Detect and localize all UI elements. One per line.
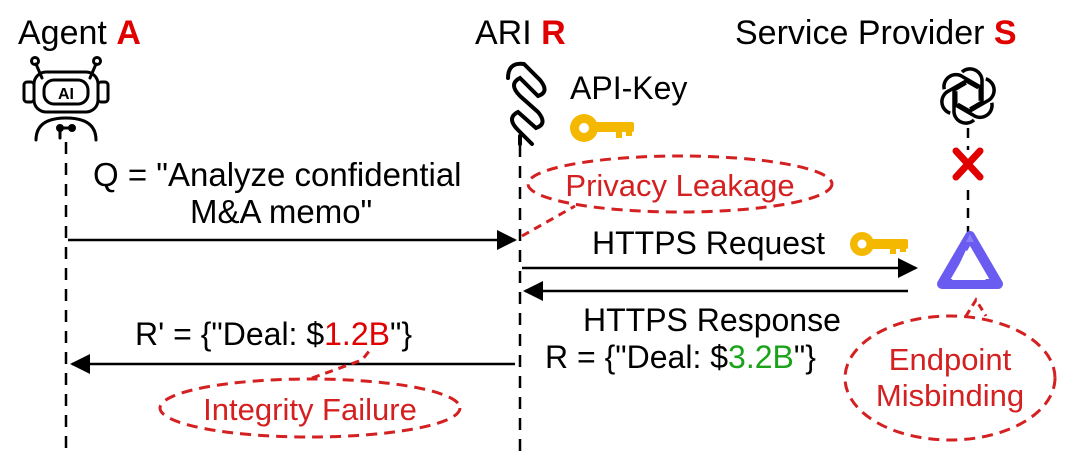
ari-coil-icon	[506, 61, 547, 146]
endpoint-misbinding-pointer	[964, 297, 988, 317]
robot-ai-text: AI	[58, 86, 74, 103]
forged-prefix: R' = {"Deal: $	[135, 316, 324, 352]
cross-icon	[952, 147, 984, 181]
agent-name: Agent	[18, 14, 116, 52]
ari-title: ARI R	[475, 14, 566, 52]
https-request-label: HTTPS Request	[592, 225, 825, 261]
endpoint-misbinding-label-2: Misbinding	[876, 378, 1024, 413]
response-payload: R = {"Deal: $3.2B"}	[545, 339, 816, 375]
forged-suffix: "}	[390, 316, 412, 352]
qwen-logo-icon	[937, 231, 1003, 289]
key-hole	[579, 123, 589, 133]
response-suffix: "}	[794, 339, 816, 375]
forged-value: 1.2B	[324, 316, 390, 352]
query-line-2: M&A memo"	[190, 193, 372, 230]
provider-name: Service Provider	[735, 14, 994, 52]
endpoint-misbinding-ellipse	[843, 314, 1057, 442]
agent-title: Agent A	[18, 14, 141, 52]
endpoint-misbinding-label-1: Endpoint	[889, 342, 1012, 377]
https-response-label: HTTPS Response	[583, 302, 841, 338]
response-prefix: R = {"Deal: $	[545, 339, 728, 375]
forged-payload: R' = {"Deal: $1.2B"}	[135, 316, 412, 352]
privacy-leakage-ellipse	[526, 154, 834, 214]
integrity-failure-label: Integrity Failure	[203, 392, 417, 427]
request-key-hole	[857, 239, 867, 249]
provider-title: Service Provider S	[735, 14, 1017, 52]
query-line-1: Q = "Analyze confidential	[93, 156, 462, 193]
robot-ai-icon	[22, 56, 110, 142]
integrity-failure-ellipse	[158, 377, 462, 439]
integrity-failure-pointer	[311, 349, 372, 380]
api-key-label: API-Key	[570, 70, 687, 106]
ari-letter: R	[541, 14, 566, 52]
agent-letter: A	[116, 14, 141, 52]
privacy-leakage-label: Privacy Leakage	[565, 168, 794, 203]
response-value: 3.2B	[728, 339, 794, 375]
privacy-leakage-pointer	[521, 204, 576, 238]
openai-logo-icon	[940, 67, 996, 125]
ari-name: ARI	[475, 14, 541, 52]
provider-letter: S	[994, 14, 1017, 52]
